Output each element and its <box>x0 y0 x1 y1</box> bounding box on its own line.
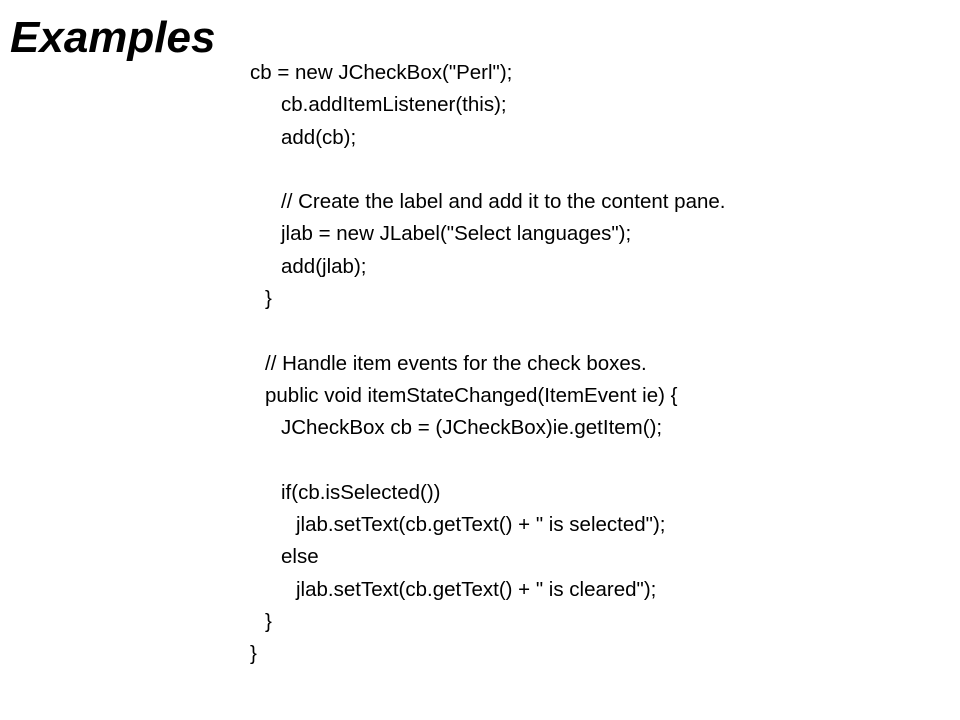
code-line <box>250 315 950 347</box>
code-line <box>250 154 950 186</box>
code-line: else <box>281 545 319 569</box>
code-line: public void itemStateChanged(ItemEvent i… <box>265 383 678 407</box>
code-line: add(jlab); <box>281 254 367 278</box>
slide-title: Examples <box>10 13 216 62</box>
code-line: add(cb); <box>281 125 357 149</box>
code-line: } <box>265 610 272 634</box>
code-line <box>250 445 950 477</box>
code-line: } <box>250 642 257 666</box>
code-line: // Create the label and add it to the co… <box>281 190 726 214</box>
code-line: jlab.setText(cb.getText() + " is cleared… <box>296 577 657 601</box>
code-line: jlab.setText(cb.getText() + " is selecte… <box>296 513 666 537</box>
code-line: JCheckBox cb = (JCheckBox)ie.getItem(); <box>281 416 663 440</box>
code-line: jlab = new JLabel("Select languages"); <box>281 222 632 246</box>
code-line: cb.addItemListener(this); <box>281 93 507 117</box>
code-line: // Handle item events for the check boxe… <box>265 351 647 375</box>
code-line: if(cb.isSelected()) <box>281 480 441 504</box>
code-line: } <box>265 287 272 311</box>
code-line: cb = new JCheckBox("Perl"); <box>250 61 513 84</box>
code-block: cb = new JCheckBox("Perl"); cb.addItemLis… <box>250 57 950 671</box>
